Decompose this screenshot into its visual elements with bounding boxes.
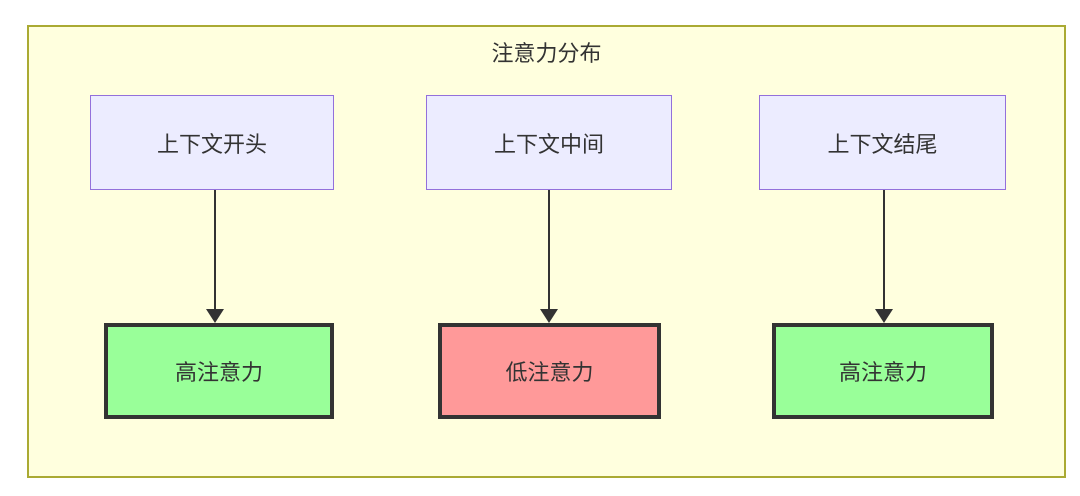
arrow-end-to-high [875,190,893,323]
node-context-middle: 上下文中间 [426,95,672,190]
arrow-middle-to-low [540,190,558,323]
node-low-attention-label: 低注意力 [505,360,594,385]
node-high-attention-1: 高注意力 [104,323,334,419]
arrow-start-to-high [206,190,224,323]
node-high-attention-2: 高注意力 [772,323,994,419]
node-context-start: 上下文开头 [90,95,334,190]
attention-distribution-subgraph: 注意力分布 上下文开头 上下文中间 上下文结尾 高注意力 [27,25,1066,478]
node-low-attention: 低注意力 [438,323,661,419]
node-context-start-label: 上下文开头 [156,131,267,157]
node-high-attention-1-label: 高注意力 [174,360,263,385]
node-context-end-label: 上下文结尾 [827,131,938,157]
node-context-middle-label: 上下文中间 [493,131,604,157]
node-high-attention-2-label: 高注意力 [838,360,927,385]
node-context-end: 上下文结尾 [759,95,1006,190]
subgraph-title: 注意力分布 [491,41,602,66]
